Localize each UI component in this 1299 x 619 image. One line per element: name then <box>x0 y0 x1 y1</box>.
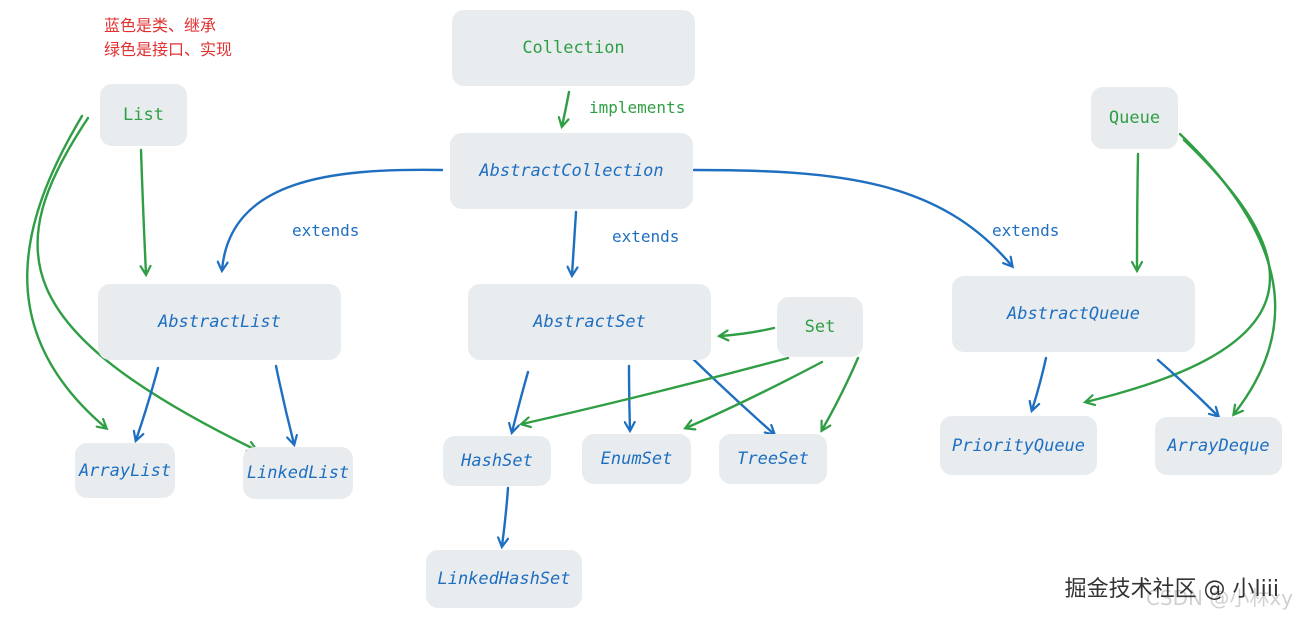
edge-abstractqueue-arraydeque <box>1156 358 1218 416</box>
edge-queue-priorityqueue <box>1086 138 1271 402</box>
legend-line-interface: 绿色是接口、实现 <box>104 40 233 59</box>
label-extends-left: extends <box>292 221 360 240</box>
node-priority-queue[interactable]: PriorityQueue <box>940 416 1097 475</box>
edge-abstractset-treeset <box>686 352 774 434</box>
label-implements: implements <box>589 98 686 117</box>
edge-set-hashset <box>522 356 790 424</box>
node-abstract-collection-label: AbstractCollection <box>479 161 664 181</box>
node-list[interactable]: List <box>100 84 187 146</box>
legend-line-class: 蓝色是类、继承 <box>104 16 217 35</box>
legend: 蓝色是类、继承 绿色是接口、实现 <box>104 14 232 62</box>
edge-queue-arraydeque <box>1178 132 1277 414</box>
node-abstract-queue-label: AbstractQueue <box>1006 304 1141 324</box>
node-enum-set-label: EnumSet <box>600 449 673 469</box>
node-set[interactable]: Set <box>777 297 863 357</box>
node-abstract-set-label: AbstractSet <box>533 312 646 332</box>
node-queue-label: Queue <box>1108 108 1161 128</box>
node-abstract-set[interactable]: AbstractSet <box>468 284 711 360</box>
node-hash-set-label: HashSet <box>461 451 533 471</box>
node-array-list-label: ArrayList <box>78 460 172 481</box>
edge-abstractlist-linkedlist <box>274 364 294 444</box>
edge-set-abstractset <box>720 326 776 336</box>
edge-list-abstractlist <box>141 148 146 274</box>
watermark: 掘金技术社区 @ 小liii <box>1064 577 1279 602</box>
node-abstract-collection[interactable]: AbstractCollection <box>450 133 693 209</box>
edge-set-enumset <box>686 360 824 428</box>
edge-abstractcollection-abstractset <box>572 210 576 275</box>
node-collection[interactable]: Collection <box>452 10 695 86</box>
edge-abstractcollection-abstractqueue <box>692 168 1012 266</box>
edge-collection-abstractcollection <box>562 90 571 126</box>
node-list-label: List <box>123 105 164 125</box>
watermark-faint: CSDN @小林xy <box>1145 586 1293 610</box>
node-queue[interactable]: Queue <box>1091 87 1178 149</box>
label-extends-middle: extends <box>612 227 680 246</box>
edge-hashset-linkedhashset <box>502 486 510 546</box>
node-linked-list[interactable]: LinkedList <box>243 447 353 499</box>
node-array-deque[interactable]: ArrayDeque <box>1155 417 1282 475</box>
node-collection-label: Collection <box>522 38 625 58</box>
node-tree-set-label: TreeSet <box>737 449 809 469</box>
edge-set-treeset <box>822 356 860 430</box>
edge-abstractset-hashset <box>512 370 530 432</box>
node-set-label: Set <box>804 317 836 337</box>
node-array-list[interactable]: ArrayList <box>75 443 175 498</box>
edge-abstractcollection-abstractlist <box>222 168 444 270</box>
edge-list-arraylist <box>26 114 106 428</box>
edge-queue-abstractqueue <box>1137 152 1138 270</box>
node-tree-set[interactable]: TreeSet <box>719 434 827 484</box>
node-abstract-list[interactable]: AbstractList <box>98 284 341 360</box>
node-abstract-queue[interactable]: AbstractQueue <box>952 276 1195 352</box>
node-enum-set[interactable]: EnumSet <box>582 434 691 484</box>
edge-abstractqueue-priorityqueue <box>1032 356 1048 410</box>
edge-abstractlist-arraylist <box>136 366 160 440</box>
edge-list-linkedlist <box>36 116 256 450</box>
node-priority-queue-label: PriorityQueue <box>951 435 1086 456</box>
node-array-deque-label: ArrayDeque <box>1167 436 1270 456</box>
label-extends-right: extends <box>992 221 1060 240</box>
node-abstract-list-label: AbstractList <box>158 312 281 332</box>
node-hash-set[interactable]: HashSet <box>443 436 551 486</box>
node-linked-list-label: LinkedList <box>246 463 350 483</box>
node-linked-hash-set[interactable]: LinkedHashSet <box>426 550 582 608</box>
node-linked-hash-set-label: LinkedHashSet <box>437 569 571 589</box>
